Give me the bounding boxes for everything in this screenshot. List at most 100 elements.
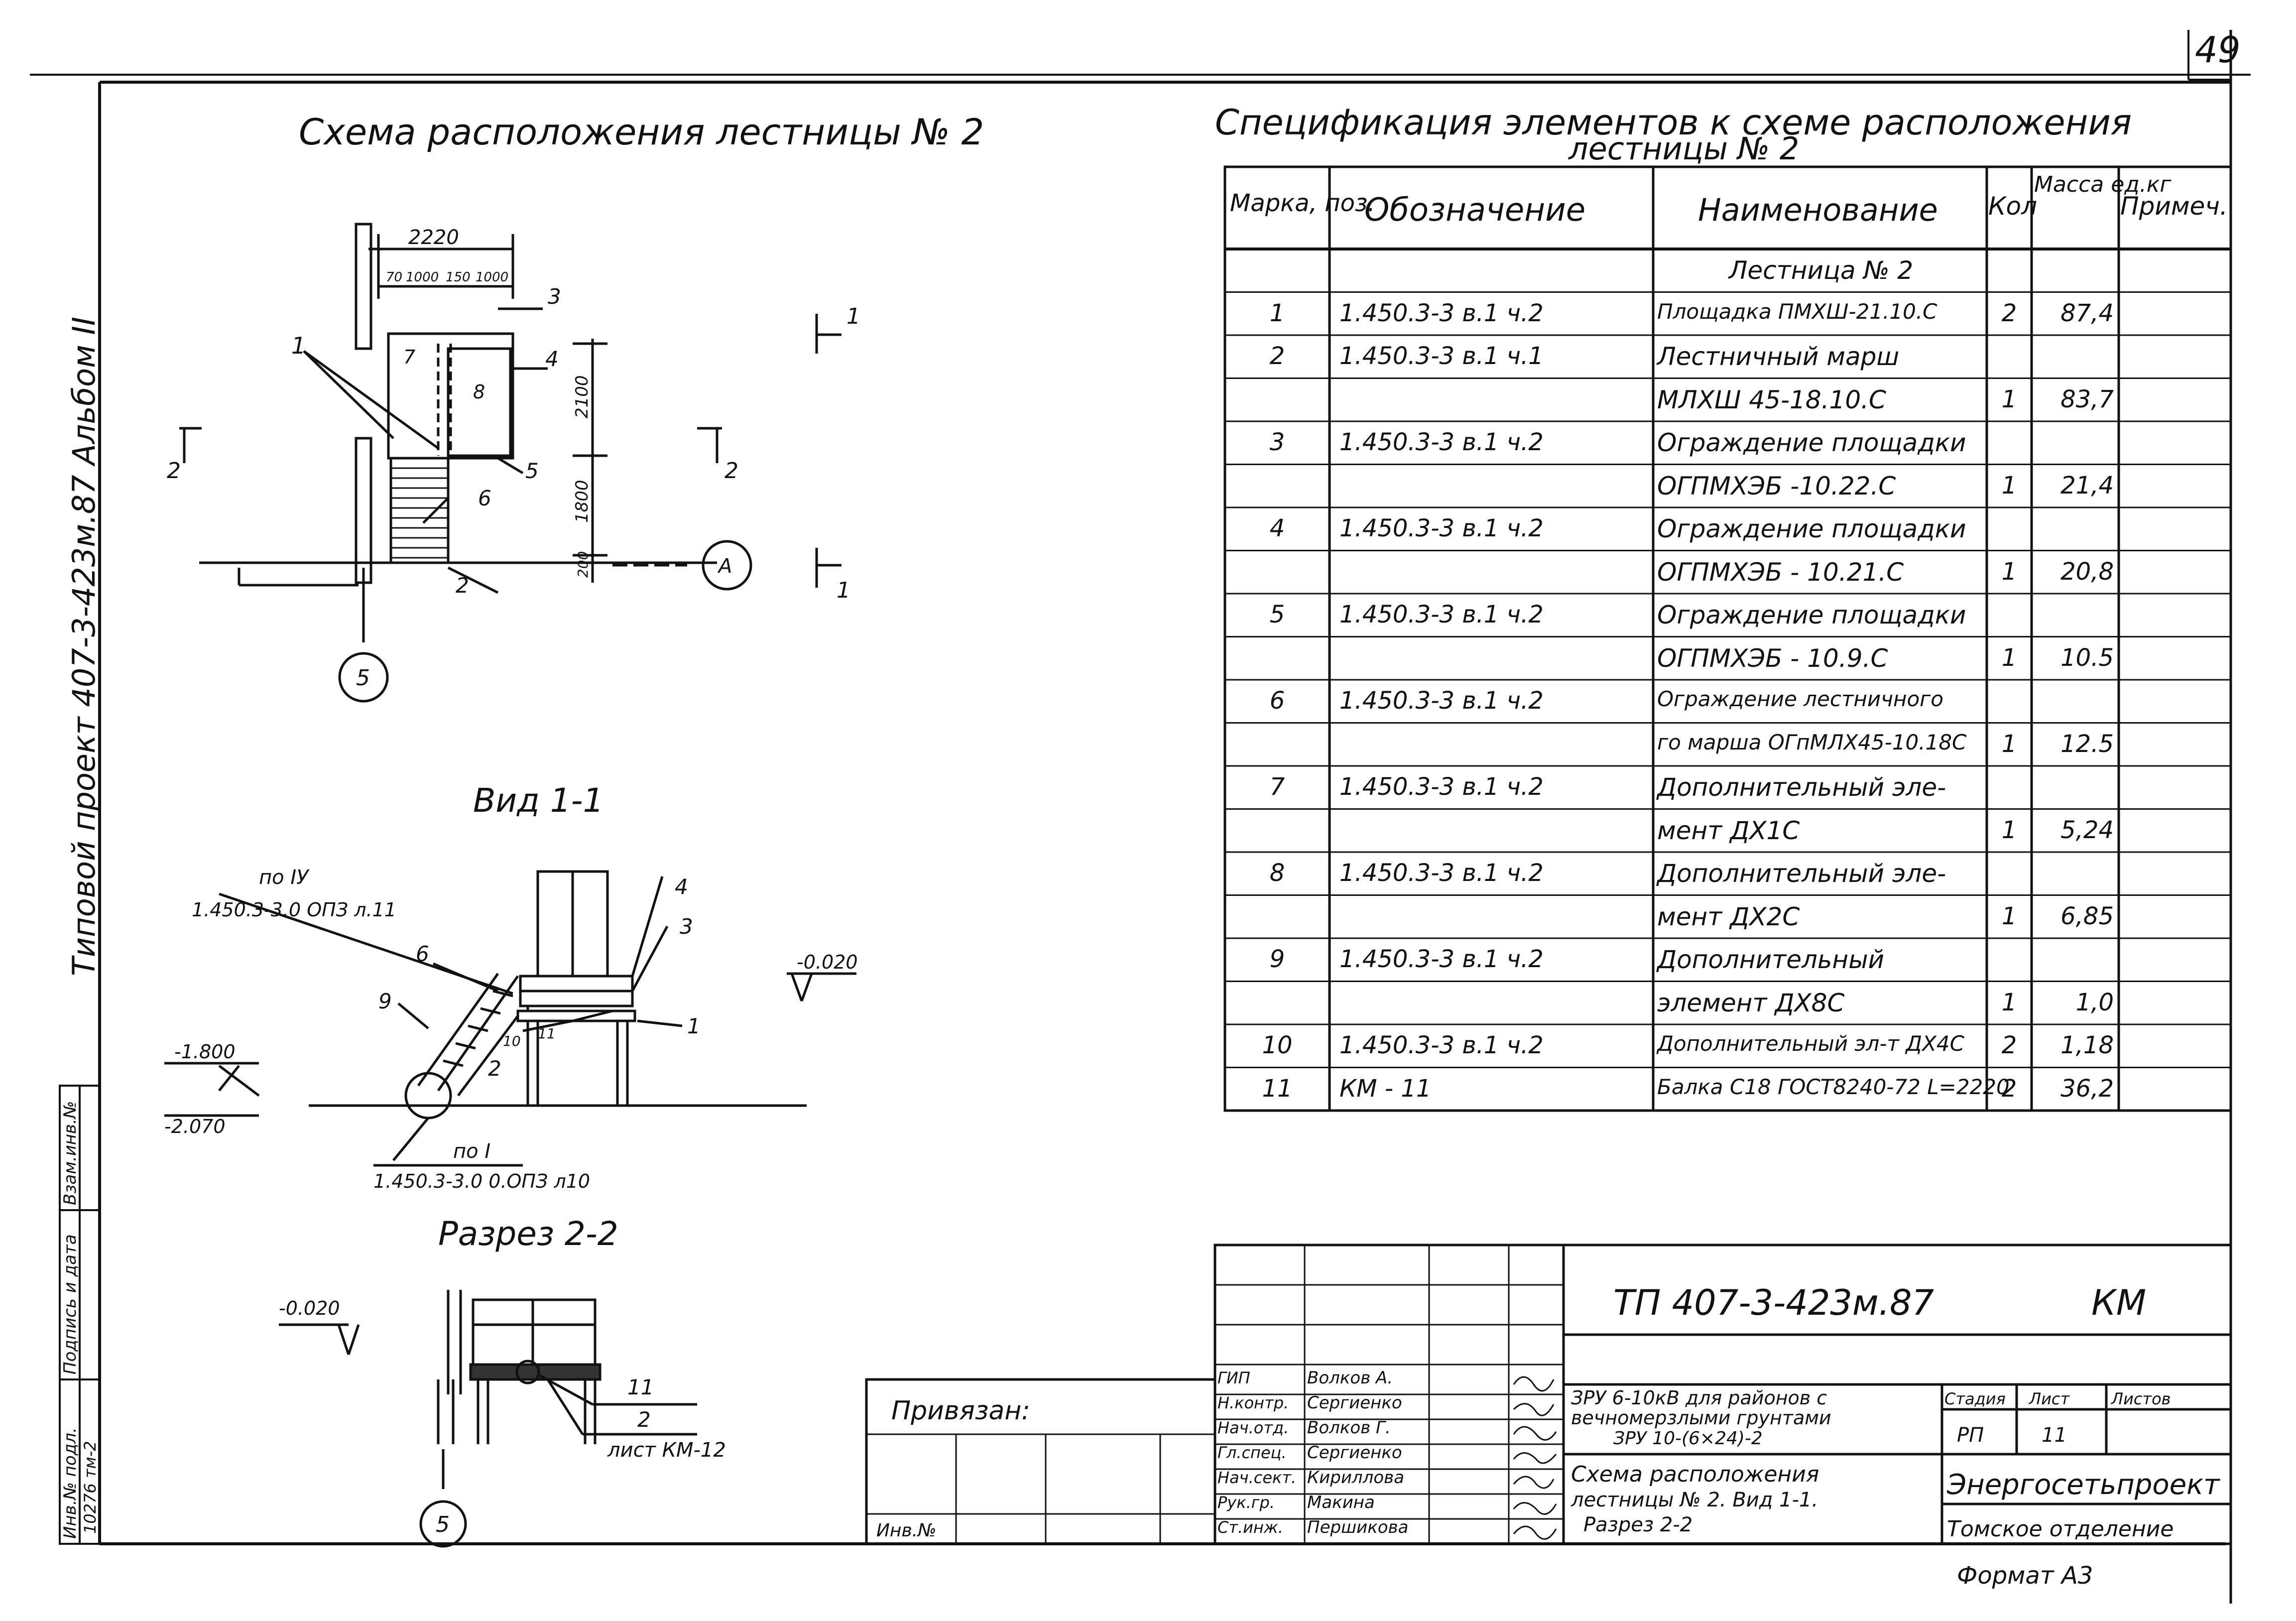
spec-cell-name: Лестница № 2 <box>1728 256 1914 285</box>
spec-header-qty: Кол <box>1988 192 2038 221</box>
spec-cell-qty: 2 <box>2001 299 2017 327</box>
view11-mark-10: 10 <box>503 1033 521 1049</box>
spec-cell-qty: 1 <box>2001 643 2017 672</box>
title-inv-label: Инв.№ <box>876 1520 937 1541</box>
spec-cell-qty: 1 <box>2001 730 2017 758</box>
spec-cell-mass: 6,85 <box>2060 902 2114 930</box>
plan-section-1-bottom: 1 <box>837 578 850 603</box>
plan-mark-8: 8 <box>473 381 485 403</box>
spec-header-mass: Масса ед.кг <box>2034 172 2172 197</box>
spec-cell-designation: 1.450.3-3 в.1 ч.2 <box>1339 514 1544 542</box>
section22-level: -0.020 <box>279 1297 340 1319</box>
spec-title-line2: лестницы № 2 <box>1568 130 1799 167</box>
title-bound-label: Привязан: <box>891 1396 1030 1426</box>
spec-cell-mark: 4 <box>1269 514 1285 542</box>
view11-mark-9: 9 <box>378 989 392 1013</box>
spec-cell-designation: 1.450.3-3 в.1 ч.2 <box>1339 773 1544 801</box>
spec-cell-mass: 10.5 <box>2060 643 2114 672</box>
spec-cell-qty: 1 <box>2001 471 2017 499</box>
side-inv-value: 10276 тм-2 <box>81 1441 100 1534</box>
title-person-name: Волков А. <box>1307 1368 1393 1388</box>
spec-cell-name: ОГПМХЭБ - 10.9.С <box>1657 643 1888 673</box>
spec-cell-mass: 87,4 <box>2060 299 2114 327</box>
spec-cell-mark: 7 <box>1269 773 1285 801</box>
spec-table-grid <box>1223 165 2232 1112</box>
spec-cell-designation: 1.450.3-3 в.1 ч.1 <box>1339 342 1544 370</box>
spec-cell-mark: 6 <box>1269 687 1285 715</box>
view11-mark-2: 2 <box>488 1056 501 1081</box>
title-person-role: Рук.гр. <box>1217 1493 1275 1512</box>
title-person-role: ГИП <box>1217 1369 1250 1387</box>
spec-cell-mass: 12.5 <box>2060 730 2114 758</box>
view11-note-bottom-1: по I <box>453 1140 490 1163</box>
view11-mark-3: 3 <box>680 914 693 939</box>
spec-cell-mass: 1,0 <box>2075 988 2114 1016</box>
plan-mark-7: 7 <box>403 346 415 368</box>
view11-level-left-1: -1.800 <box>174 1041 236 1063</box>
spec-cell-qty: 1 <box>2001 902 2017 930</box>
spec-cell-name: ОГПМХЭБ -10.22.С <box>1657 471 1896 500</box>
view11-mark-11: 11 <box>538 1025 556 1042</box>
plan-labels: 2220 70 1000 150 1000 2100 1800 200 1 7 … <box>167 226 860 691</box>
view11-note-bottom-2: 1.450.3-3.0 0.ОПЗ л10 <box>373 1170 590 1192</box>
spec-cell-mark: 10 <box>1262 1031 1293 1059</box>
view11-level-top: -0.020 <box>797 951 858 973</box>
plan-dim-right-lower: 1800 <box>572 480 592 523</box>
title-org-line2: Томское отделение <box>1947 1516 2174 1542</box>
plan-dim-seg-4: 1000 <box>476 270 508 285</box>
plan-dim-seg-1: 70 <box>386 270 402 285</box>
spec-cell-qty: 1 <box>2001 557 2017 586</box>
spec-cell-mark: 8 <box>1269 859 1285 887</box>
spec-cell-qty: 2 <box>2001 1031 2017 1059</box>
title-person-name: Першикова <box>1307 1517 1409 1537</box>
spec-cell-name: Ограждение площадки <box>1657 601 1966 629</box>
side-stamp-title: Типовой проект 407-3-423м.87 Альбом II <box>66 317 102 976</box>
spec-cell-designation: 1.450.3-3 в.1 ч.2 <box>1339 687 1544 715</box>
title-project-line1: ЗРУ 6-10кВ для районов с <box>1571 1387 1827 1409</box>
title-sheet: 11 <box>2042 1424 2067 1447</box>
spec-cell-name: Лестничный марш <box>1657 342 1900 371</box>
spec-cell-name: ОГПМХЭБ - 10.21.С <box>1657 557 1904 587</box>
side-col-inv: Инв.№ подл. <box>60 1427 80 1539</box>
view11-mark-6: 6 <box>416 942 429 966</box>
view11-level-left-2: -2.070 <box>164 1116 226 1137</box>
title-sheet-label: Лист <box>2029 1389 2070 1408</box>
spec-cell-mark: 2 <box>1269 342 1285 370</box>
view11-note-top-2: 1.450.3-3.0 ОПЗ л.11 <box>192 899 396 921</box>
plan-dim-overall: 2220 <box>408 226 459 249</box>
spec-cell-mass: 83,7 <box>2060 385 2114 413</box>
plan-mark-6: 6 <box>478 486 491 510</box>
spec-cell-qty: 1 <box>2001 988 2017 1016</box>
spec-row-lines <box>1225 291 2231 1068</box>
title-project-line2: вечномерзлыми грунтами <box>1571 1407 1831 1429</box>
spec-cell-name: МЛХШ 45-18.10.С <box>1657 385 1886 414</box>
spec-cell-name: Дополнительный эл-т ДХ4С <box>1657 1031 1964 1056</box>
title-org-line1: Энергосетьпроект <box>1946 1469 2220 1501</box>
spec-cell-designation: 1.450.3-3 в.1 ч.2 <box>1339 428 1544 456</box>
section22-title: Разрез 2-2 <box>438 1215 618 1253</box>
spec-header-mark: Марка, поз. <box>1230 189 1375 217</box>
plan-section-2-right: 2 <box>725 458 738 484</box>
spec-cell-mark: 11 <box>1262 1074 1293 1103</box>
title-person-role: Н.контр. <box>1217 1393 1289 1412</box>
spec-cell-name: Ограждение площадки <box>1657 514 1966 543</box>
section22-mark-2: 2 <box>637 1407 651 1432</box>
title-stage: РП <box>1957 1424 1984 1447</box>
spec-cell-qty: 1 <box>2001 816 2017 844</box>
spec-cell-mass: 1,18 <box>2060 1031 2114 1059</box>
title-drawing-line1: Схема расположения <box>1571 1462 1819 1487</box>
spec-cell-designation: 1.450.3-3 в.1 ч.2 <box>1339 945 1544 973</box>
spec-cell-mass: 36,2 <box>2060 1074 2114 1103</box>
spec-cell-name: Дополнительный <box>1657 945 1885 974</box>
title-drawing-line3: Разрез 2-2 <box>1583 1513 1692 1536</box>
spec-cell-designation: 1.450.3-3 в.1 ч.2 <box>1339 1031 1544 1059</box>
view11-mark-1: 1 <box>687 1014 701 1038</box>
view11-drawing <box>164 870 856 1167</box>
title-person-name: Волков Г. <box>1307 1418 1391 1438</box>
plan-dim-seg-3: 150 <box>446 270 471 285</box>
title-drawing-line2: лестницы № 2. Вид 1-1. <box>1571 1489 1818 1511</box>
spec-header-name: Наименование <box>1698 192 1938 228</box>
section22-mark-11: 11 <box>627 1375 654 1399</box>
spec-cell-name: Ограждение площадки <box>1657 428 1966 457</box>
